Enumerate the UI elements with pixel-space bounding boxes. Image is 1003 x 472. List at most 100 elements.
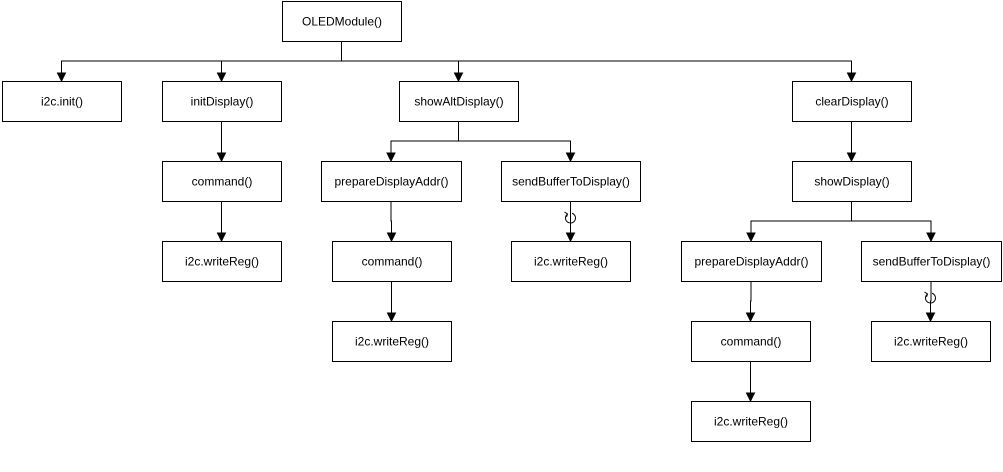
arrowhead bbox=[386, 152, 396, 163]
node-box bbox=[501, 161, 641, 202]
edge-line bbox=[930, 281, 932, 314]
edge-line bbox=[390, 201, 392, 234]
node-clear-display[interactable]: clearDisplay() bbox=[792, 81, 912, 122]
node-show-command-write-reg[interactable]: i2c.writeReg() bbox=[691, 401, 811, 442]
node-label: command() bbox=[362, 255, 423, 269]
node-show-display[interactable]: showDisplay() bbox=[792, 161, 912, 202]
node-box bbox=[162, 241, 282, 282]
node-label: clearDisplay() bbox=[815, 95, 888, 109]
node-label: command() bbox=[192, 175, 253, 189]
arrowhead bbox=[386, 232, 397, 243]
arrowhead bbox=[926, 232, 936, 243]
arrowhead bbox=[216, 72, 227, 83]
node-show-prepare-addr[interactable]: prepareDisplayAddr() bbox=[681, 241, 822, 282]
node-box bbox=[399, 81, 519, 122]
node-box bbox=[681, 241, 822, 282]
node-alt-send-buffer[interactable]: sendBufferToDisplay() bbox=[501, 161, 641, 202]
node-show-command[interactable]: command() bbox=[691, 321, 811, 362]
node-box bbox=[332, 321, 452, 362]
node-box bbox=[162, 81, 282, 122]
node-box bbox=[162, 161, 282, 202]
node-box bbox=[282, 1, 402, 42]
edge-line bbox=[61, 41, 342, 74]
edge-init-display-to-init-command bbox=[216, 121, 227, 163]
loop-icon bbox=[564, 211, 576, 224]
arrowhead bbox=[216, 232, 227, 243]
edge-line bbox=[341, 41, 852, 74]
node-box bbox=[691, 321, 811, 362]
arrowhead bbox=[846, 72, 857, 83]
node-label: OLEDModule() bbox=[302, 15, 382, 29]
node-box bbox=[792, 161, 912, 202]
edge-show-display-to-show-prepare-addr bbox=[746, 201, 852, 243]
edge-oled-module-to-clear-display bbox=[341, 41, 857, 83]
arrowhead bbox=[746, 232, 756, 243]
node-init-write-reg[interactable]: i2c.writeReg() bbox=[162, 241, 282, 282]
node-show-alt-display[interactable]: showAltDisplay() bbox=[399, 81, 519, 122]
edge-show-alt-display-to-alt-send-buffer bbox=[458, 121, 576, 163]
edge-show-send-buffer-to-show-send-write-reg bbox=[924, 281, 936, 323]
node-label: initDisplay() bbox=[191, 95, 254, 109]
arrowhead bbox=[386, 312, 397, 323]
node-show-send-buffer[interactable]: sendBufferToDisplay() bbox=[861, 241, 1002, 282]
node-label: i2c.writeReg() bbox=[355, 335, 429, 349]
node-init-display[interactable]: initDisplay() bbox=[162, 81, 282, 122]
edge-line bbox=[750, 201, 852, 234]
node-label: i2c.init() bbox=[41, 95, 83, 109]
node-box bbox=[2, 81, 122, 122]
node-box bbox=[792, 81, 912, 122]
nodes-layer: OLEDModule() i2c.init() initDisplay() showA… bbox=[2, 1, 1002, 442]
arrowhead bbox=[745, 392, 756, 403]
node-box bbox=[321, 161, 462, 202]
edge-oled-module-to-init-display bbox=[216, 41, 342, 83]
edge-show-alt-display-to-alt-prepare-addr bbox=[386, 121, 459, 163]
node-label: i2c.writeReg() bbox=[714, 415, 788, 429]
node-label: i2c.writeReg() bbox=[185, 255, 259, 269]
node-show-send-write-reg[interactable]: i2c.writeReg() bbox=[871, 321, 991, 362]
edge-clear-display-to-show-display bbox=[846, 121, 857, 163]
edge-line bbox=[221, 41, 342, 74]
node-label: showDisplay() bbox=[814, 175, 889, 189]
node-label: i2c.writeReg() bbox=[534, 255, 608, 269]
node-label: showAltDisplay() bbox=[414, 95, 503, 109]
loop-icon bbox=[924, 291, 936, 304]
node-box bbox=[332, 241, 452, 282]
node-alt-send-write-reg[interactable]: i2c.writeReg() bbox=[511, 241, 631, 282]
node-i2c-init[interactable]: i2c.init() bbox=[2, 81, 122, 122]
node-label: command() bbox=[721, 335, 782, 349]
arrowhead bbox=[846, 152, 857, 163]
arrowhead bbox=[453, 72, 464, 83]
node-init-command[interactable]: command() bbox=[162, 161, 282, 202]
node-box bbox=[691, 401, 811, 442]
node-alt-prepare-addr[interactable]: prepareDisplayAddr() bbox=[321, 161, 462, 202]
edge-alt-prepare-addr-to-alt-command bbox=[386, 201, 397, 243]
edge-show-command-to-show-command-write-reg bbox=[745, 361, 756, 403]
node-label: sendBufferToDisplay() bbox=[512, 175, 630, 189]
node-alt-command[interactable]: command() bbox=[332, 241, 452, 282]
node-oled-module[interactable]: OLEDModule() bbox=[282, 1, 402, 42]
arrowhead bbox=[216, 152, 227, 163]
node-box bbox=[861, 241, 1002, 282]
edge-show-display-to-show-send-buffer bbox=[851, 201, 936, 243]
arrowhead bbox=[925, 312, 936, 323]
node-box bbox=[871, 321, 991, 362]
edges-layer bbox=[56, 41, 936, 403]
arrowhead bbox=[745, 312, 756, 323]
edge-alt-command-to-alt-command-write-reg bbox=[386, 281, 397, 323]
node-alt-command-write-reg[interactable]: i2c.writeReg() bbox=[332, 321, 452, 362]
node-label: prepareDisplayAddr() bbox=[334, 175, 448, 189]
edge-line bbox=[341, 41, 459, 74]
edge-init-command-to-init-write-reg bbox=[216, 201, 227, 243]
edge-alt-send-buffer-to-alt-send-write-reg bbox=[564, 201, 576, 243]
edge-line bbox=[390, 121, 459, 154]
arrowhead bbox=[565, 232, 576, 243]
arrowhead bbox=[56, 72, 67, 83]
node-label: prepareDisplayAddr() bbox=[694, 255, 808, 269]
node-box bbox=[511, 241, 631, 282]
node-label: i2c.writeReg() bbox=[894, 335, 968, 349]
node-label: sendBufferToDisplay() bbox=[873, 255, 991, 269]
edge-line bbox=[750, 281, 752, 314]
edge-line bbox=[458, 121, 571, 154]
arrowhead bbox=[565, 152, 576, 163]
